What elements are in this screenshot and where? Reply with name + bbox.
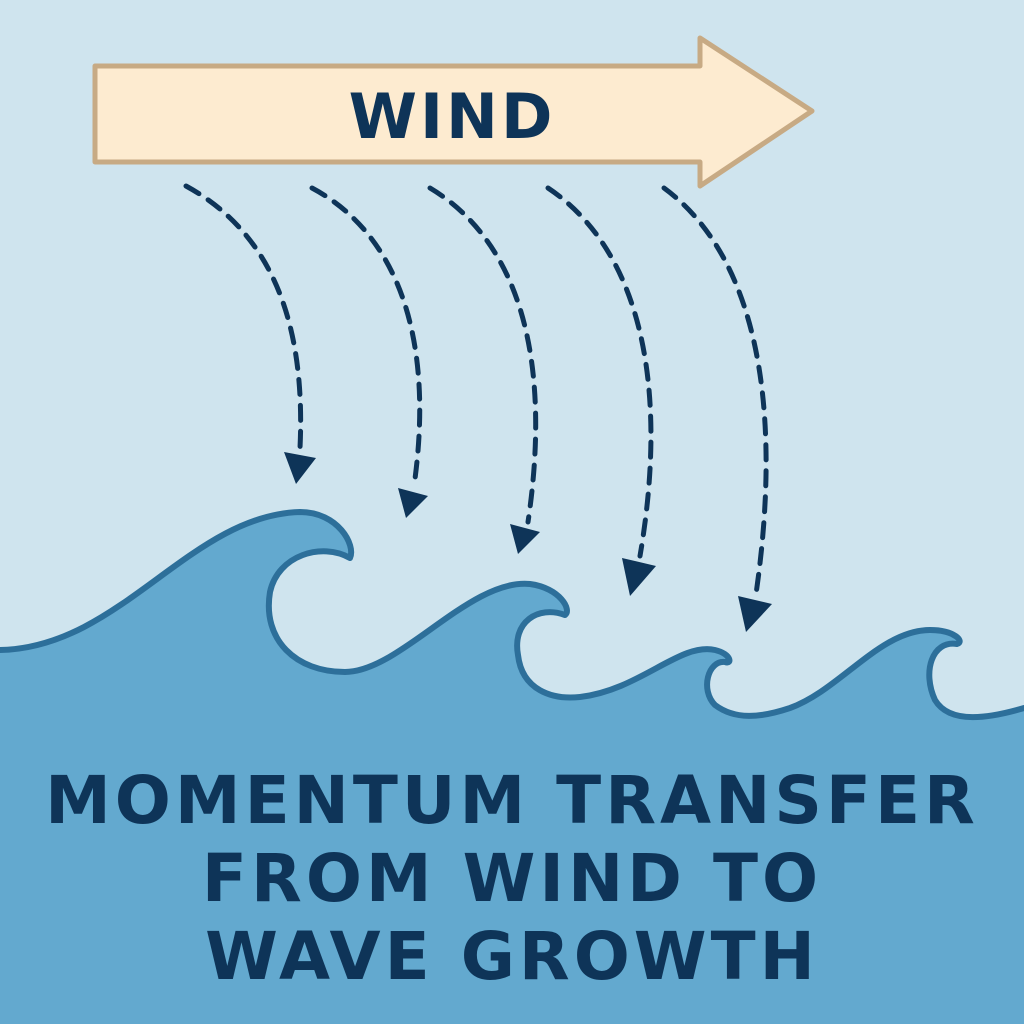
momentum-arrow-5 bbox=[661, 185, 769, 597]
momentum-arrow-3 bbox=[427, 185, 539, 525]
arrowhead-icon bbox=[398, 488, 428, 518]
caption-line-2: FROM WIND TO bbox=[201, 840, 823, 917]
momentum-arrow-4 bbox=[545, 185, 654, 559]
momentum-arrows bbox=[183, 183, 769, 597]
caption-line-3: WAVE GROWTH bbox=[205, 918, 819, 995]
arrowhead-icon bbox=[510, 524, 540, 554]
arrowhead-icon bbox=[284, 452, 316, 484]
wind-label: WIND bbox=[349, 80, 556, 153]
caption: MOMENTUM TRANSFER FROM WIND TO WAVE GROW… bbox=[0, 762, 1024, 996]
caption-line-1: MOMENTUM TRANSFER bbox=[45, 762, 979, 839]
arrowhead-icon bbox=[622, 558, 656, 596]
sea-waves bbox=[0, 512, 1024, 1024]
momentum-arrow-1 bbox=[183, 183, 304, 451]
momentum-arrowheads bbox=[284, 452, 772, 632]
wave-outline bbox=[0, 509, 1024, 721]
wind-arrow bbox=[92, 35, 815, 189]
momentum-arrow-2 bbox=[309, 185, 423, 489]
arrowhead-icon bbox=[738, 596, 772, 632]
